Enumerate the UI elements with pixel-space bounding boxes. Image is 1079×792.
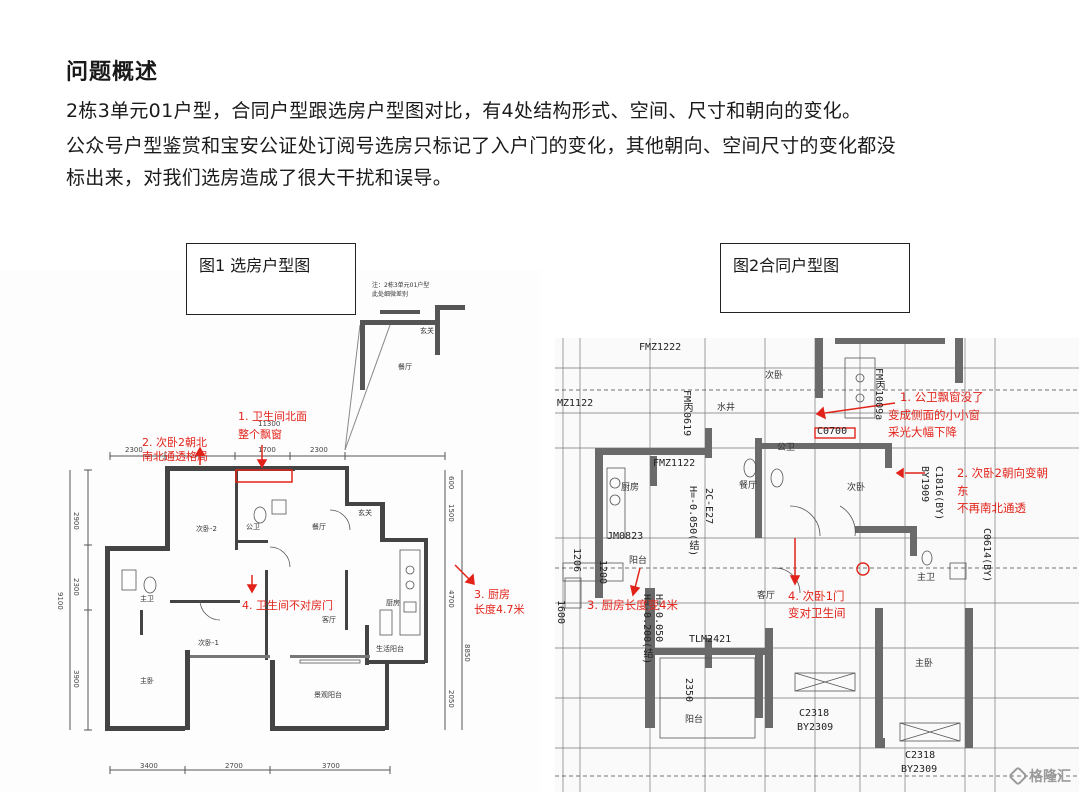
room-label: 餐厅 bbox=[312, 523, 326, 531]
fig1-annotation-2-line-2: 南北通透格局 bbox=[142, 450, 208, 463]
room-label: 水井 bbox=[717, 403, 736, 413]
drawing-tag: C2318 bbox=[905, 750, 936, 761]
drawing-tag: FM丙1009a bbox=[873, 368, 884, 421]
dim-label: 11300 bbox=[258, 420, 281, 428]
room-label: 生活阳台 bbox=[376, 645, 404, 653]
fig1-annotation-1-line-1: 1. 卫生间北面 bbox=[238, 410, 307, 423]
fig2-annotation-2-line-1: 2. 次卧2朝向变朝 bbox=[957, 466, 1048, 480]
drawing-tag: FMZ1222 bbox=[639, 342, 682, 353]
dim-label: 2300 bbox=[125, 446, 143, 454]
drawing-tag: BY1909 bbox=[919, 466, 930, 503]
fig2-annotation-1-line-3: 采光大幅下降 bbox=[888, 425, 957, 439]
room-label: 公卫 bbox=[777, 443, 796, 453]
room-label: 客厅 bbox=[757, 591, 776, 601]
drawing-tag: BY2309 bbox=[797, 722, 834, 733]
room-label: 主卫 bbox=[140, 595, 154, 603]
room-label: 景观阳台 bbox=[314, 691, 342, 699]
dim-label: 9100 bbox=[56, 592, 64, 610]
fig1-top-note-line-2: 此处细微差别 bbox=[372, 291, 409, 298]
watermark-text: 格隆汇 bbox=[1029, 769, 1071, 785]
room-label: 次卧-1 bbox=[198, 639, 219, 647]
room-label: 餐厅 bbox=[398, 363, 412, 371]
gelonghui-logo-icon bbox=[1008, 766, 1028, 786]
room-label: 主卫 bbox=[917, 573, 936, 583]
room-label: 次卧 bbox=[765, 371, 784, 381]
room-label: 主卧 bbox=[915, 659, 934, 669]
room-label: 厨房 bbox=[386, 599, 400, 607]
fig1-annotation-2-line-1: 2. 次卧2朝北 bbox=[142, 436, 207, 449]
dim-label: 1700 bbox=[258, 446, 276, 454]
room-label: 次卧 bbox=[847, 483, 866, 493]
room-label: 阳台 bbox=[685, 715, 704, 725]
dim-label: 2300 bbox=[72, 578, 80, 596]
dim-label: 2050 bbox=[447, 690, 455, 708]
fig2-annotation-3-line-1: 3. 厨房长度变4米 bbox=[587, 598, 678, 612]
room-label: 阳台 bbox=[629, 556, 648, 566]
figure-2-caption-box: 图2合同户型图 bbox=[720, 243, 910, 313]
room-label: 玄关 bbox=[420, 327, 434, 335]
fig1-top-note-line-1: 注：2栋3单元01户型 bbox=[372, 282, 430, 289]
dim-label: 1500 bbox=[447, 504, 455, 522]
fig1-annotation-3-line-1: 3. 厨房 bbox=[474, 588, 510, 601]
room-label: 次卧-2 bbox=[196, 525, 217, 533]
drawing-tag: 1200 bbox=[597, 560, 608, 585]
drawing-tag: 2C-E27 bbox=[703, 488, 714, 525]
dim-label: 600 bbox=[447, 476, 455, 490]
drawing-tag: TLM2421 bbox=[689, 634, 732, 645]
fig2-annotation-1-line-1: 1. 公卫飘窗没了 bbox=[900, 390, 984, 404]
drawing-tag: MZ1122 bbox=[557, 398, 594, 409]
figure-2-caption: 图2合同户型图 bbox=[733, 256, 840, 275]
drawing-tag: C2318 bbox=[799, 708, 830, 719]
room-label: 公卫 bbox=[246, 523, 260, 531]
section-heading: 问题概述 bbox=[66, 60, 159, 85]
drawing-tag: H=-0.200(结) bbox=[641, 594, 652, 665]
room-label: 主卧 bbox=[140, 677, 154, 685]
summary-line-3: 标出来，对我们选房造成了很大干扰和误导。 bbox=[66, 167, 453, 189]
dim-label: 2300 bbox=[310, 446, 328, 454]
room-label: 厨房 bbox=[621, 483, 640, 493]
dim-label: 4700 bbox=[447, 590, 455, 608]
figure-1-caption: 图1 选房户型图 bbox=[199, 256, 311, 275]
fig1-annotation-3-line-2: 长度4.7米 bbox=[474, 603, 525, 616]
floor-plan-figure-1: 注：2栋3单元01户型 此处细微差别 玄关 餐厅 次卧-2 公卫 餐厅 玄关 主… bbox=[0, 270, 540, 792]
drawing-tag: 2350 bbox=[683, 678, 694, 703]
fig1-annotation-1-line-2: 整个飘窗 bbox=[238, 428, 282, 441]
drawing-tag: H=-0.050(结) bbox=[687, 486, 698, 557]
fig2-annotation-2-line-2: 东 bbox=[957, 484, 969, 498]
drawing-tag: C0700 bbox=[817, 426, 848, 437]
drawing-tag: H=-0.050 bbox=[653, 594, 664, 643]
drawing-tag: C0614(BY) bbox=[981, 528, 992, 583]
dim-label: 2900 bbox=[72, 512, 80, 530]
fig2-annotation-2-line-3: 不再南北通透 bbox=[957, 501, 1026, 515]
summary-line-1: 2栋3单元01户型，合同户型跟选房户型图对比，有4处结构形式、空间、尺寸和朝向的… bbox=[66, 100, 862, 122]
drawing-tag: 1600 bbox=[555, 600, 566, 625]
room-label: 客厅 bbox=[322, 616, 336, 624]
floor-plan-1-drawing bbox=[69, 305, 475, 774]
dim-label: 3400 bbox=[140, 762, 158, 770]
drawing-tag: C1816(BY) bbox=[933, 466, 944, 521]
floor-plan-2-drawing bbox=[555, 338, 1079, 792]
floor-plan-figure-2: FMZ1222 MZ1122 FMZ1122 FM丙0619 FM丙1009a … bbox=[555, 338, 1079, 792]
drawing-tag: FM丙0619 bbox=[681, 390, 692, 437]
drawing-tag: BY2309 bbox=[901, 764, 938, 775]
drawing-tag: JM0823 bbox=[607, 531, 644, 542]
fig2-annotation-4-line-2: 变对卫生间 bbox=[788, 606, 846, 620]
dim-label: 8850 bbox=[463, 644, 471, 662]
fig2-annotation-1-line-2: 变成侧面的小小窗 bbox=[888, 408, 980, 422]
drawing-tag: FMZ1122 bbox=[653, 458, 696, 469]
dim-label: 2700 bbox=[225, 762, 243, 770]
drawing-tag: 1206 bbox=[571, 548, 582, 573]
room-label: 餐厅 bbox=[739, 481, 758, 491]
fig2-annotation-4-line-1: 4. 次卧1门 bbox=[788, 589, 845, 603]
room-label: 玄关 bbox=[358, 509, 372, 517]
watermark: 格隆汇 bbox=[1008, 766, 1071, 786]
figure-1-caption-box: 图1 选房户型图 bbox=[186, 243, 356, 315]
fig1-annotation-4-line-1: 4. 卫生间不对房门 bbox=[242, 599, 333, 612]
dim-label: 3900 bbox=[72, 670, 80, 688]
dim-label: 3700 bbox=[322, 762, 340, 770]
summary-line-2: 公众号户型鉴赏和宝安公证处订阅号选房只标记了入户门的变化，其他朝向、空间尺寸的变… bbox=[66, 135, 896, 157]
